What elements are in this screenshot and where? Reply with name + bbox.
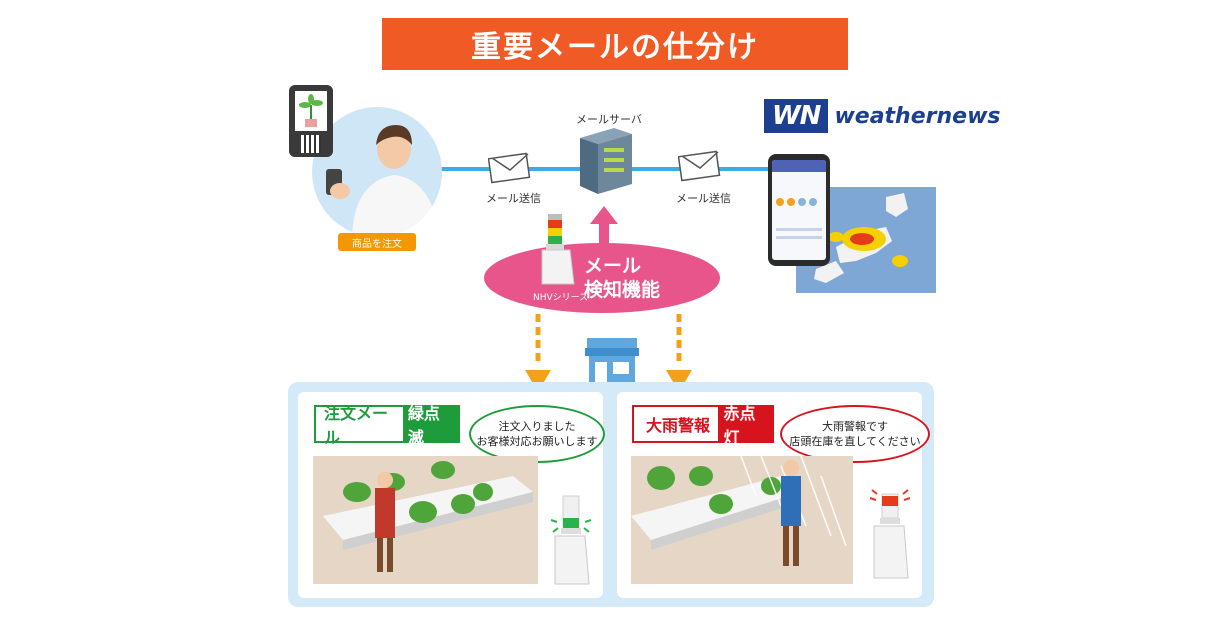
dashed-arrow-left-head bbox=[525, 370, 551, 392]
plant-shop-scene-icon bbox=[313, 456, 538, 584]
plant-icon bbox=[299, 94, 323, 127]
order-speech-bubble: 注文入りました お客様対応お願いします bbox=[469, 405, 605, 463]
mail-server-icon bbox=[580, 128, 632, 194]
order-mail-name: 注文メール bbox=[324, 404, 389, 447]
heavy-rain-status: 赤点灯 bbox=[718, 404, 772, 447]
order-caption: 商品を注文 bbox=[338, 233, 416, 251]
detection-label: メール 検知機能 bbox=[584, 254, 660, 302]
page-title: 重要メールの仕分け bbox=[382, 18, 848, 70]
customer-circle bbox=[312, 107, 442, 237]
detection-line1: メール bbox=[584, 255, 642, 277]
store-icon bbox=[585, 338, 639, 382]
nhv-tower-light-icon bbox=[541, 214, 575, 285]
heavy-rain-name: 大雨警報 bbox=[646, 416, 711, 435]
qr-code-icon bbox=[301, 135, 321, 153]
order-bubble-line1: 注文入りました bbox=[498, 420, 576, 433]
weathernews-wordmark: weathernews bbox=[834, 103, 1001, 129]
nhv-series-label: NHVシリーズ bbox=[533, 293, 589, 303]
green-blinking-light-icon bbox=[550, 495, 592, 585]
detection-line2: 検知機能 bbox=[584, 279, 661, 301]
customer-person-icon bbox=[326, 125, 440, 237]
weathernews-logo: WN weathernews bbox=[764, 96, 1001, 136]
rain-bubble-line2: 店頭在庫を直してください bbox=[789, 435, 921, 448]
dashed-arrow-right-head bbox=[666, 370, 692, 392]
mail-send-label-right: メール送信 bbox=[676, 192, 731, 205]
mail-detection-ellipse bbox=[484, 243, 720, 313]
mail-send-label-left: メール送信 bbox=[486, 192, 541, 205]
weather-app-phone bbox=[768, 154, 830, 266]
order-scene-image bbox=[313, 456, 538, 584]
mail-envelope-icon-left bbox=[488, 152, 531, 184]
japan-rain-map-icon bbox=[814, 193, 908, 283]
rain-scene-image bbox=[631, 456, 853, 584]
up-arrow bbox=[590, 206, 618, 246]
phone-product-icon bbox=[289, 85, 333, 157]
order-bubble-line2: お客様対応お願いします bbox=[476, 435, 598, 448]
mail-server-label: メールサーバ bbox=[576, 113, 642, 126]
rain-speech-bubble: 大雨警報です 店頭在庫を直してください bbox=[780, 405, 930, 463]
heavy-rain-label: 大雨警報 赤点灯 bbox=[632, 404, 774, 447]
red-steady-light-icon bbox=[869, 489, 911, 579]
order-mail-label: 注文メール 緑点滅 bbox=[314, 404, 460, 447]
mail-envelope-icon-right bbox=[678, 150, 721, 182]
weather-icons-row bbox=[776, 198, 822, 206]
order-mail-status: 緑点滅 bbox=[402, 404, 458, 447]
rain-bubble-line1: 大雨警報です bbox=[822, 420, 888, 433]
rain-shop-scene-icon bbox=[631, 456, 853, 584]
wn-mark: WN bbox=[764, 99, 829, 133]
